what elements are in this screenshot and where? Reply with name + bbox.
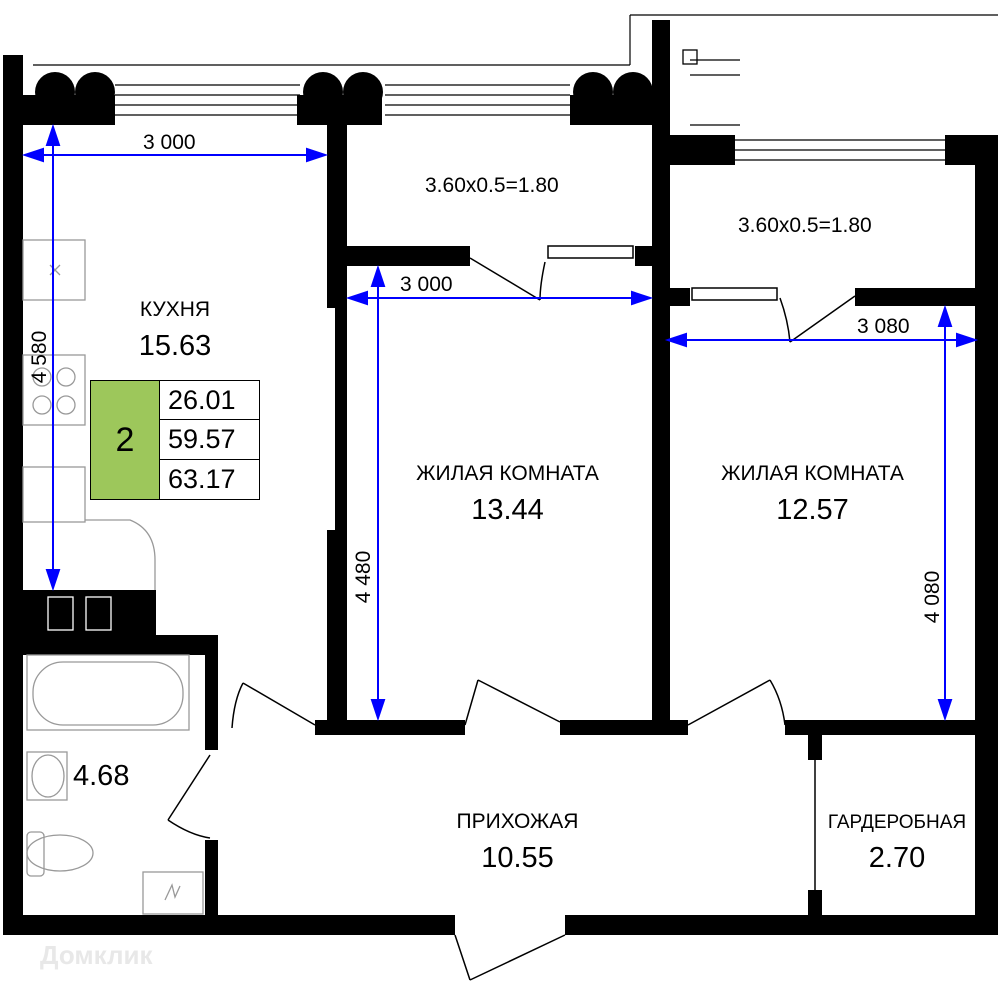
balcony-2-label: 3.60x0.5=1.80: [738, 214, 872, 237]
wardrobe-label: ГАРДЕРОБНАЯ 2.70: [818, 812, 976, 875]
room1-length-dimension: 4 480: [352, 550, 375, 604]
total-with-balcony: 63.17: [160, 460, 260, 500]
room-area: 12.57: [776, 494, 849, 526]
room2-width-dimension: 3 080: [857, 315, 910, 338]
room-area: 10.55: [481, 842, 554, 874]
balcony-railings: [33, 14, 998, 161]
kitchen-label: КУХНЯ 15.63: [110, 298, 240, 363]
room-area: 13.44: [471, 494, 544, 526]
bathroom-area: 4.68: [73, 760, 130, 792]
room-area: 15.63: [138, 330, 212, 362]
walls: [3, 20, 998, 935]
living-room-1-label: ЖИЛАЯ КОМНАТА 13.44: [385, 462, 630, 527]
room1-width-dimension: 3 000: [400, 273, 453, 296]
watermark: Домклик: [40, 940, 153, 970]
room-area: 2.70: [868, 842, 926, 874]
hallway-label: ПРИХОЖАЯ 10.55: [420, 810, 615, 875]
room-name: КУХНЯ: [139, 298, 211, 321]
kitchen-length-dimension: 4 580: [28, 330, 51, 384]
room-name: ЖИЛАЯ КОМНАТА: [721, 462, 904, 485]
dimension-lines: [21, 123, 979, 722]
living-room-2-label: ЖИЛАЯ КОМНАТА 12.57: [690, 462, 935, 527]
room2-length-dimension: 4 080: [921, 570, 944, 624]
room-name: ЖИЛАЯ КОМНАТА: [416, 462, 599, 485]
balcony-1-label: 3.60x0.5=1.80: [425, 174, 559, 197]
room-name: ПРИХОЖАЯ: [456, 810, 579, 833]
rooms-count: 2: [90, 380, 160, 500]
apartment-summary: 2 26.01 59.57 63.17: [90, 380, 260, 500]
living-area: 26.01: [160, 380, 260, 420]
pilasters: [35, 72, 653, 112]
total-area: 59.57: [160, 420, 260, 460]
room-name: ГАРДЕРОБНАЯ: [827, 812, 967, 833]
kitchen-width-dimension: 3 000: [143, 131, 196, 154]
